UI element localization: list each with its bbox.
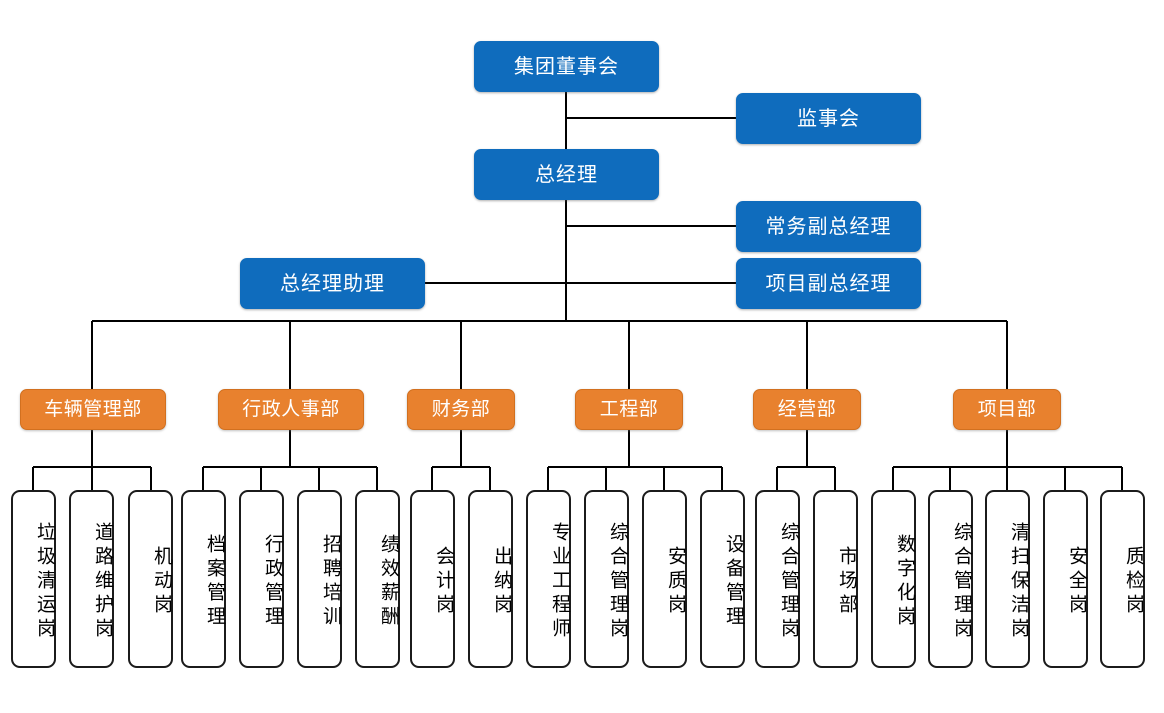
node-label: 综合管理岗	[778, 522, 800, 642]
node-gm-assistant[interactable]: 总经理助理	[240, 258, 425, 309]
node-position-safety-quality[interactable]: 安质岗	[642, 490, 687, 668]
node-label: 项目部	[977, 399, 1037, 420]
node-position-cashier[interactable]: 出纳岗	[468, 490, 513, 668]
node-general-manager[interactable]: 总经理	[474, 149, 659, 200]
node-label: 行政管理	[262, 534, 284, 630]
node-label: 质检岗	[1123, 546, 1145, 618]
node-label: 会计岗	[433, 546, 455, 618]
node-position-cleaning-sanitation[interactable]: 清扫保洁岗	[985, 490, 1030, 668]
node-label: 工程部	[599, 399, 659, 420]
node-position-operations-general-management[interactable]: 综合管理岗	[755, 490, 800, 668]
node-position-waste-removal[interactable]: 垃圾清运岗	[11, 490, 56, 668]
node-label: 专业工程师	[549, 522, 571, 642]
node-department-admin-hr[interactable]: 行政人事部	[218, 389, 364, 430]
node-department-finance[interactable]: 财务部	[407, 389, 515, 430]
node-position-road-maintenance[interactable]: 道路维护岗	[69, 490, 114, 668]
node-position-recruitment-training[interactable]: 招聘培训	[297, 490, 342, 668]
node-label: 总经理	[535, 163, 598, 186]
node-label: 市场部	[836, 546, 858, 618]
node-label: 综合管理岗	[607, 522, 629, 642]
node-position-safety[interactable]: 安全岗	[1043, 490, 1088, 668]
node-position-market-department[interactable]: 市场部	[813, 490, 858, 668]
node-label: 道路维护岗	[92, 522, 114, 642]
node-label: 垃圾清运岗	[34, 522, 56, 642]
node-department-operations[interactable]: 经营部	[753, 389, 861, 430]
node-label: 经营部	[777, 399, 837, 420]
node-position-quality-inspection[interactable]: 质检岗	[1100, 490, 1145, 668]
node-label: 常务副总经理	[765, 215, 892, 238]
node-label: 安质岗	[665, 546, 687, 618]
node-position-professional-engineer[interactable]: 专业工程师	[526, 490, 571, 668]
node-label: 安全岗	[1066, 546, 1088, 618]
node-label: 行政人事部	[242, 399, 340, 420]
node-label: 招聘培训	[320, 534, 342, 630]
node-label: 设备管理	[723, 534, 745, 630]
node-label: 出纳岗	[491, 546, 513, 618]
node-department-project[interactable]: 项目部	[953, 389, 1061, 430]
node-department-vehicle-management[interactable]: 车辆管理部	[20, 389, 166, 430]
node-position-project-general-management[interactable]: 综合管理岗	[928, 490, 973, 668]
node-label: 财务部	[431, 399, 491, 420]
node-project-deputy-gm[interactable]: 项目副总经理	[736, 258, 921, 309]
node-position-equipment-management[interactable]: 设备管理	[700, 490, 745, 668]
node-label: 集团董事会	[514, 55, 619, 78]
node-label: 车辆管理部	[44, 399, 142, 420]
node-position-performance-compensation[interactable]: 绩效薪酬	[355, 490, 400, 668]
node-label: 档案管理	[204, 534, 226, 630]
node-label: 数字化岗	[894, 534, 916, 630]
node-label: 总经理助理	[280, 272, 385, 295]
node-label: 监事会	[797, 107, 860, 130]
node-label: 绩效薪酬	[378, 534, 400, 630]
node-supervisory-board[interactable]: 监事会	[736, 93, 921, 144]
node-position-flexible-duty[interactable]: 机动岗	[128, 490, 173, 668]
node-position-records-management[interactable]: 档案管理	[181, 490, 226, 668]
node-position-administrative-management[interactable]: 行政管理	[239, 490, 284, 668]
node-executive-deputy-gm[interactable]: 常务副总经理	[736, 201, 921, 252]
node-position-engineering-general-management[interactable]: 综合管理岗	[584, 490, 629, 668]
node-position-accounting[interactable]: 会计岗	[410, 490, 455, 668]
node-label: 机动岗	[151, 546, 173, 618]
node-position-digitalization[interactable]: 数字化岗	[871, 490, 916, 668]
node-department-engineering[interactable]: 工程部	[575, 389, 683, 430]
node-label: 项目副总经理	[765, 272, 892, 295]
node-label: 清扫保洁岗	[1008, 522, 1030, 642]
node-label: 综合管理岗	[951, 522, 973, 642]
node-board-of-directors[interactable]: 集团董事会	[474, 41, 659, 92]
